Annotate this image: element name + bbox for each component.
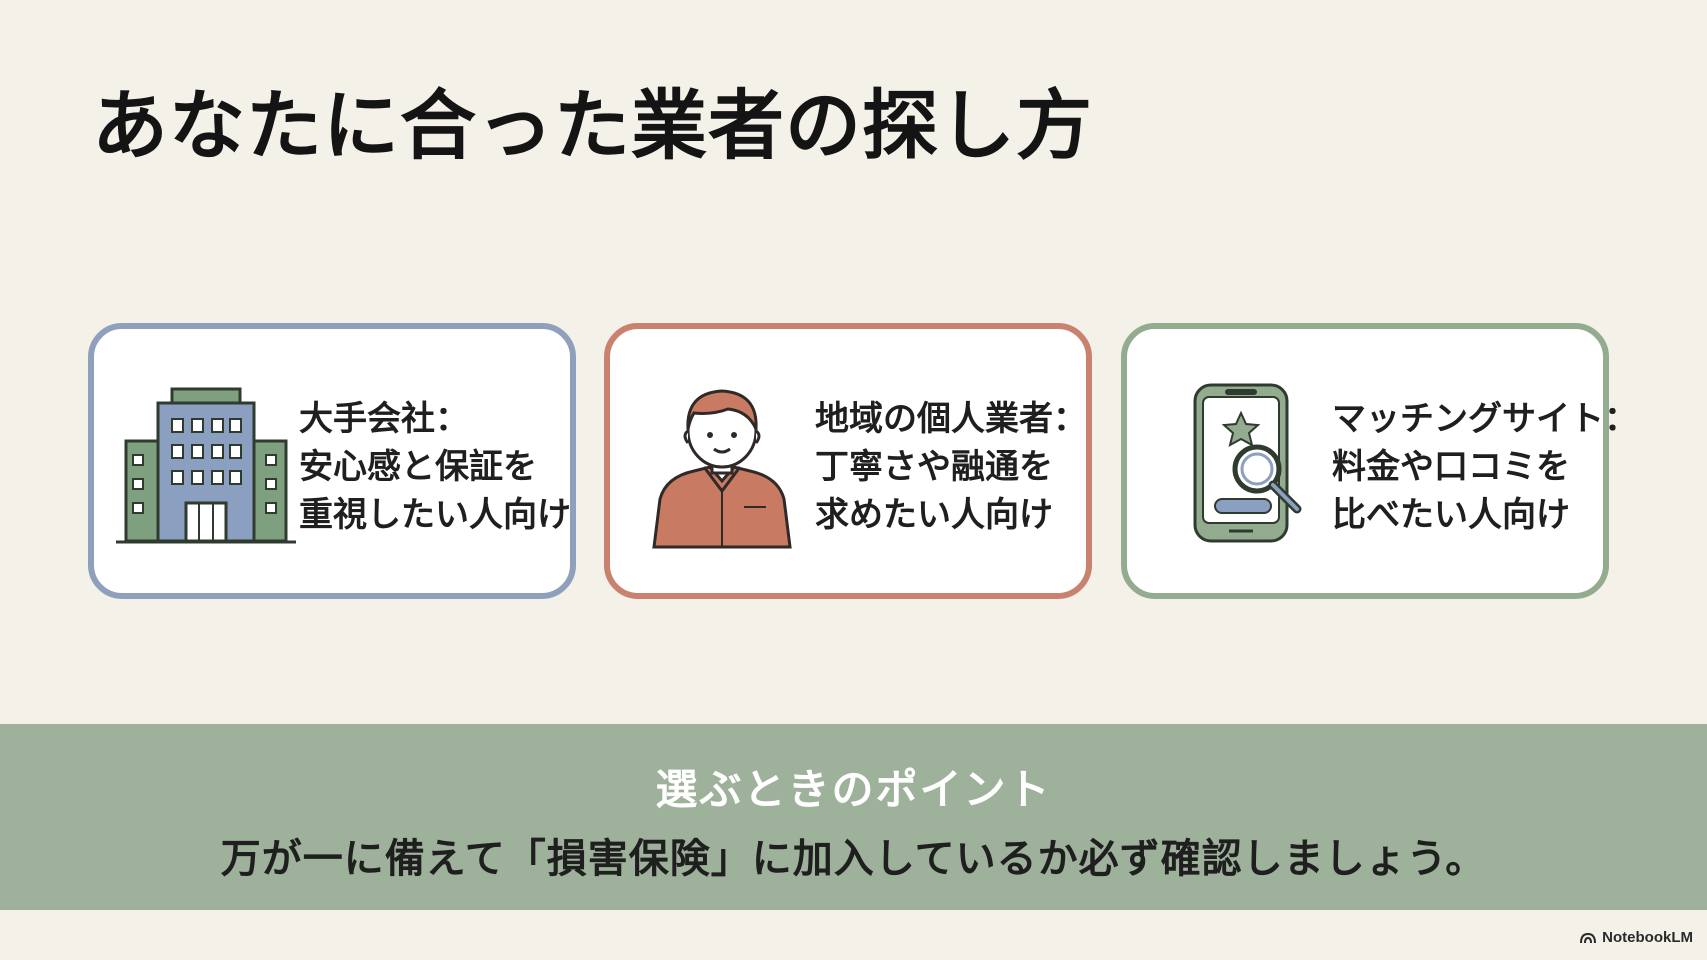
card-line: 重視したい人向け [299, 495, 571, 535]
card-line: 料金や口コミを [1332, 447, 1570, 487]
card-line: 求めたい人向け [815, 495, 1053, 535]
card-text: マッチングサイト： 料金や口コミを 比べたい人向け [1332, 395, 1638, 539]
card-local-contractor: 地域の個人業者： 丁寧さや融通を 求めたい人向け [604, 323, 1092, 599]
card-text: 地域の個人業者： 丁寧さや融通を 求めたい人向け [815, 395, 1087, 539]
banner-title: 選ぶときのポイント [655, 765, 1052, 814]
card-line: 安心感と保証を [299, 447, 537, 487]
card-matching-site: マッチングサイト： 料金や口コミを 比べたい人向け [1121, 323, 1638, 599]
card-major-company: 大手会社： 安心感と保証を 重視したい人向け [88, 323, 576, 599]
point-banner: 選ぶときのポイント 万が一に備えて「損害保険」に加入しているか必ず確認しましょう… [0, 724, 1707, 910]
card-line: 丁寧さや融通を [815, 447, 1053, 487]
notebooklm-logo-icon [1580, 932, 1597, 943]
card-text: 大手会社： 安心感と保証を 重視したい人向け [299, 395, 571, 539]
brand-label: NotebookLM [1602, 929, 1693, 946]
office-building-icon [116, 379, 296, 549]
card-heading: マッチングサイト： [1332, 399, 1638, 439]
card-heading: 大手会社： [299, 399, 469, 439]
smartphone-search-icon [1149, 379, 1329, 549]
notebooklm-logo: NotebookLM [1580, 929, 1693, 946]
banner-text: 万が一に備えて「損害保険」に加入しているか必ず確認しましょう。 [220, 836, 1487, 882]
card-heading: 地域の個人業者： [815, 399, 1087, 439]
page-title: あなたに合った業者の探し方 [92, 81, 1093, 170]
card-line: 比べたい人向け [1332, 495, 1570, 535]
worker-person-icon [632, 379, 812, 549]
